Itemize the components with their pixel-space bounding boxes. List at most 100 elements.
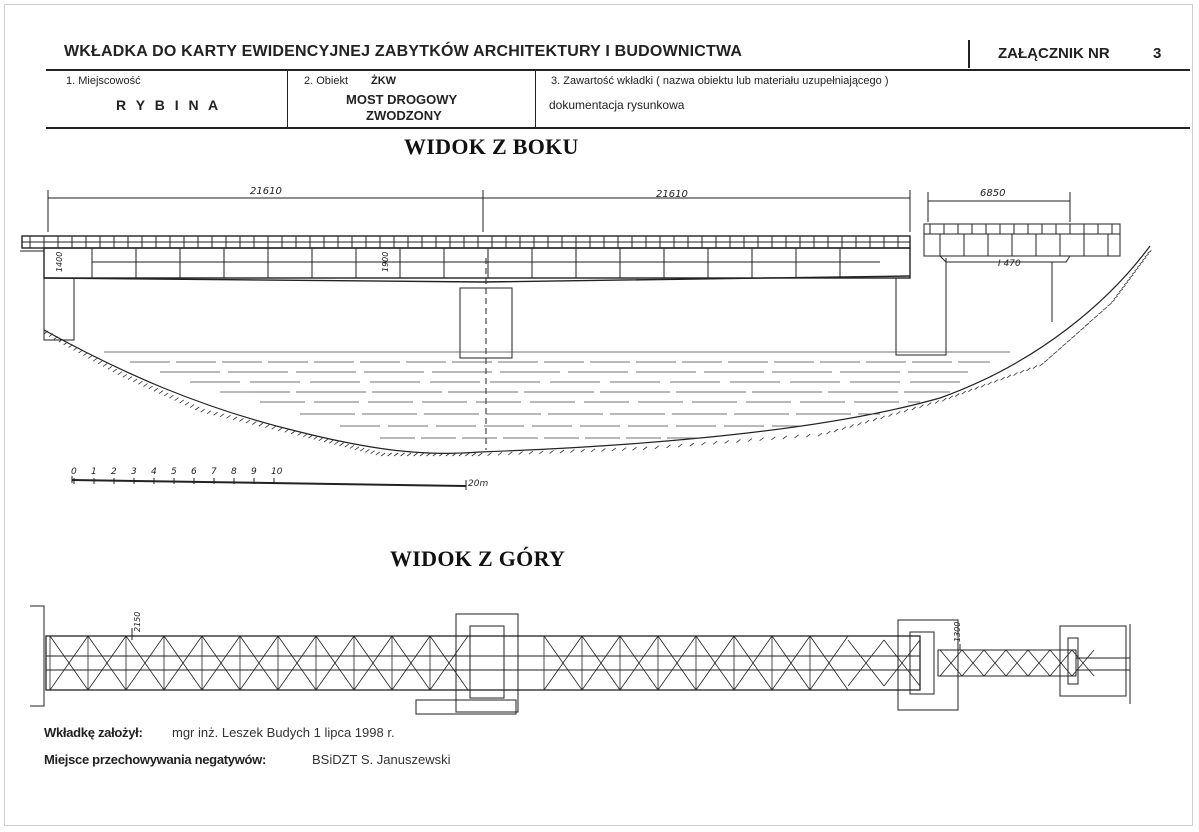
soil-hatch	[308, 434, 313, 439]
top-width-label: 2150	[133, 612, 142, 632]
soil-hatch	[1110, 299, 1116, 303]
soil-hatch	[1026, 367, 1031, 372]
soil-hatch	[290, 430, 296, 435]
soil-hatch	[1013, 372, 1018, 376]
soil-hatch	[265, 424, 270, 428]
scale-tick-label: 6	[191, 467, 197, 477]
soil-hatch	[1118, 288, 1124, 293]
soil-hatch	[987, 381, 992, 386]
page-frame	[4, 4, 1193, 826]
soil-hatch	[487, 452, 492, 457]
soil-hatch	[833, 428, 839, 433]
author-label: Wkładkę założył:	[44, 725, 143, 740]
soil-hatch	[323, 438, 329, 443]
scale-tick-label: 7	[211, 467, 217, 477]
soil-hatch	[771, 436, 776, 441]
soil-hatch	[1123, 281, 1129, 286]
soil-hatch	[782, 435, 788, 440]
soil-hatch	[432, 452, 438, 457]
annex-label: ZAŁĄCZNIK NR	[998, 45, 1110, 62]
soil-hatch	[666, 444, 671, 449]
soil-hatch	[189, 404, 195, 408]
soil-hatch	[689, 442, 695, 447]
soil-hatch	[271, 425, 277, 430]
soil-hatch	[632, 446, 637, 451]
top-main-deck	[45, 635, 921, 691]
soil-hatch	[518, 451, 523, 455]
soil-hatch	[73, 346, 78, 351]
scale-tick-label: 5	[171, 467, 177, 477]
soil-hatch	[232, 416, 238, 421]
soil-hatch	[359, 447, 365, 452]
soil-hatch	[303, 433, 308, 438]
truss-brace	[619, 635, 659, 691]
soil-hatch	[872, 417, 878, 422]
field-divider-1	[287, 70, 288, 128]
truss-brace	[201, 635, 241, 691]
soil-hatch	[654, 445, 660, 450]
soil-hatch	[213, 411, 218, 416]
soil-hatch	[1144, 253, 1150, 258]
soil-hatch	[365, 449, 370, 453]
soil-hatch	[1093, 314, 1099, 319]
soil-hatch	[1136, 264, 1142, 268]
soil-hatch	[413, 452, 418, 457]
soil-hatch	[1098, 310, 1103, 315]
header-divider-vertical	[968, 40, 970, 68]
scale-tick-label: 0	[71, 467, 77, 477]
soil-hatch	[1032, 365, 1038, 369]
soil-hatch	[68, 344, 73, 348]
field-divider-2	[535, 70, 536, 128]
truss-brace	[809, 635, 849, 691]
soil-hatch	[148, 385, 153, 390]
soil-hatch	[112, 368, 118, 373]
soil-hatch	[318, 437, 324, 442]
soil-hatch	[539, 450, 544, 455]
soil-hatch	[1147, 250, 1152, 254]
soil-hatch	[559, 449, 565, 454]
soil-hatch	[219, 413, 225, 418]
top-width-small-label: 1300	[953, 622, 962, 642]
soil-hatch	[339, 442, 344, 447]
soil-hatch	[759, 437, 764, 442]
soil-hatch	[1126, 278, 1131, 282]
truss-brace	[657, 635, 697, 691]
soil-hatch	[507, 451, 513, 456]
soil-hatch	[206, 410, 212, 415]
soil-hatch	[174, 397, 179, 401]
soil-hatch	[477, 452, 483, 457]
scale-tick-label: 10	[271, 467, 283, 477]
soil-hatch	[471, 452, 477, 457]
soil-hatch	[1066, 338, 1072, 343]
soil-hatch	[747, 438, 753, 442]
truss-brace	[847, 639, 885, 687]
soil-hatch	[826, 430, 831, 435]
soil-hatch	[974, 386, 979, 390]
soil-hatch	[179, 399, 185, 404]
top-left-abutment	[30, 605, 45, 707]
soil-hatch	[200, 408, 205, 413]
soil-hatch	[334, 441, 339, 445]
top-drawbridge-span	[937, 649, 1077, 677]
soil-hatch	[736, 439, 741, 443]
truss-brace	[983, 649, 1007, 677]
soil-hatch	[1019, 369, 1025, 374]
soil-hatch	[375, 451, 381, 456]
truss-brace	[391, 635, 431, 691]
soil-hatch	[354, 446, 360, 451]
soil-hatch	[880, 415, 885, 420]
soil-hatch	[344, 443, 349, 448]
soil-hatch	[252, 421, 257, 425]
truss-brace	[883, 639, 921, 687]
soil-hatch	[919, 404, 924, 409]
truss-brace	[87, 635, 127, 691]
soil-hatch	[380, 452, 386, 457]
left-abutment	[43, 254, 75, 341]
soil-hatch	[143, 383, 148, 387]
soil-hatch	[677, 443, 683, 448]
soil-hatch	[1048, 355, 1053, 359]
top-right-pier	[897, 619, 959, 711]
truss-brace	[733, 635, 773, 691]
soil-hatch	[980, 383, 986, 388]
